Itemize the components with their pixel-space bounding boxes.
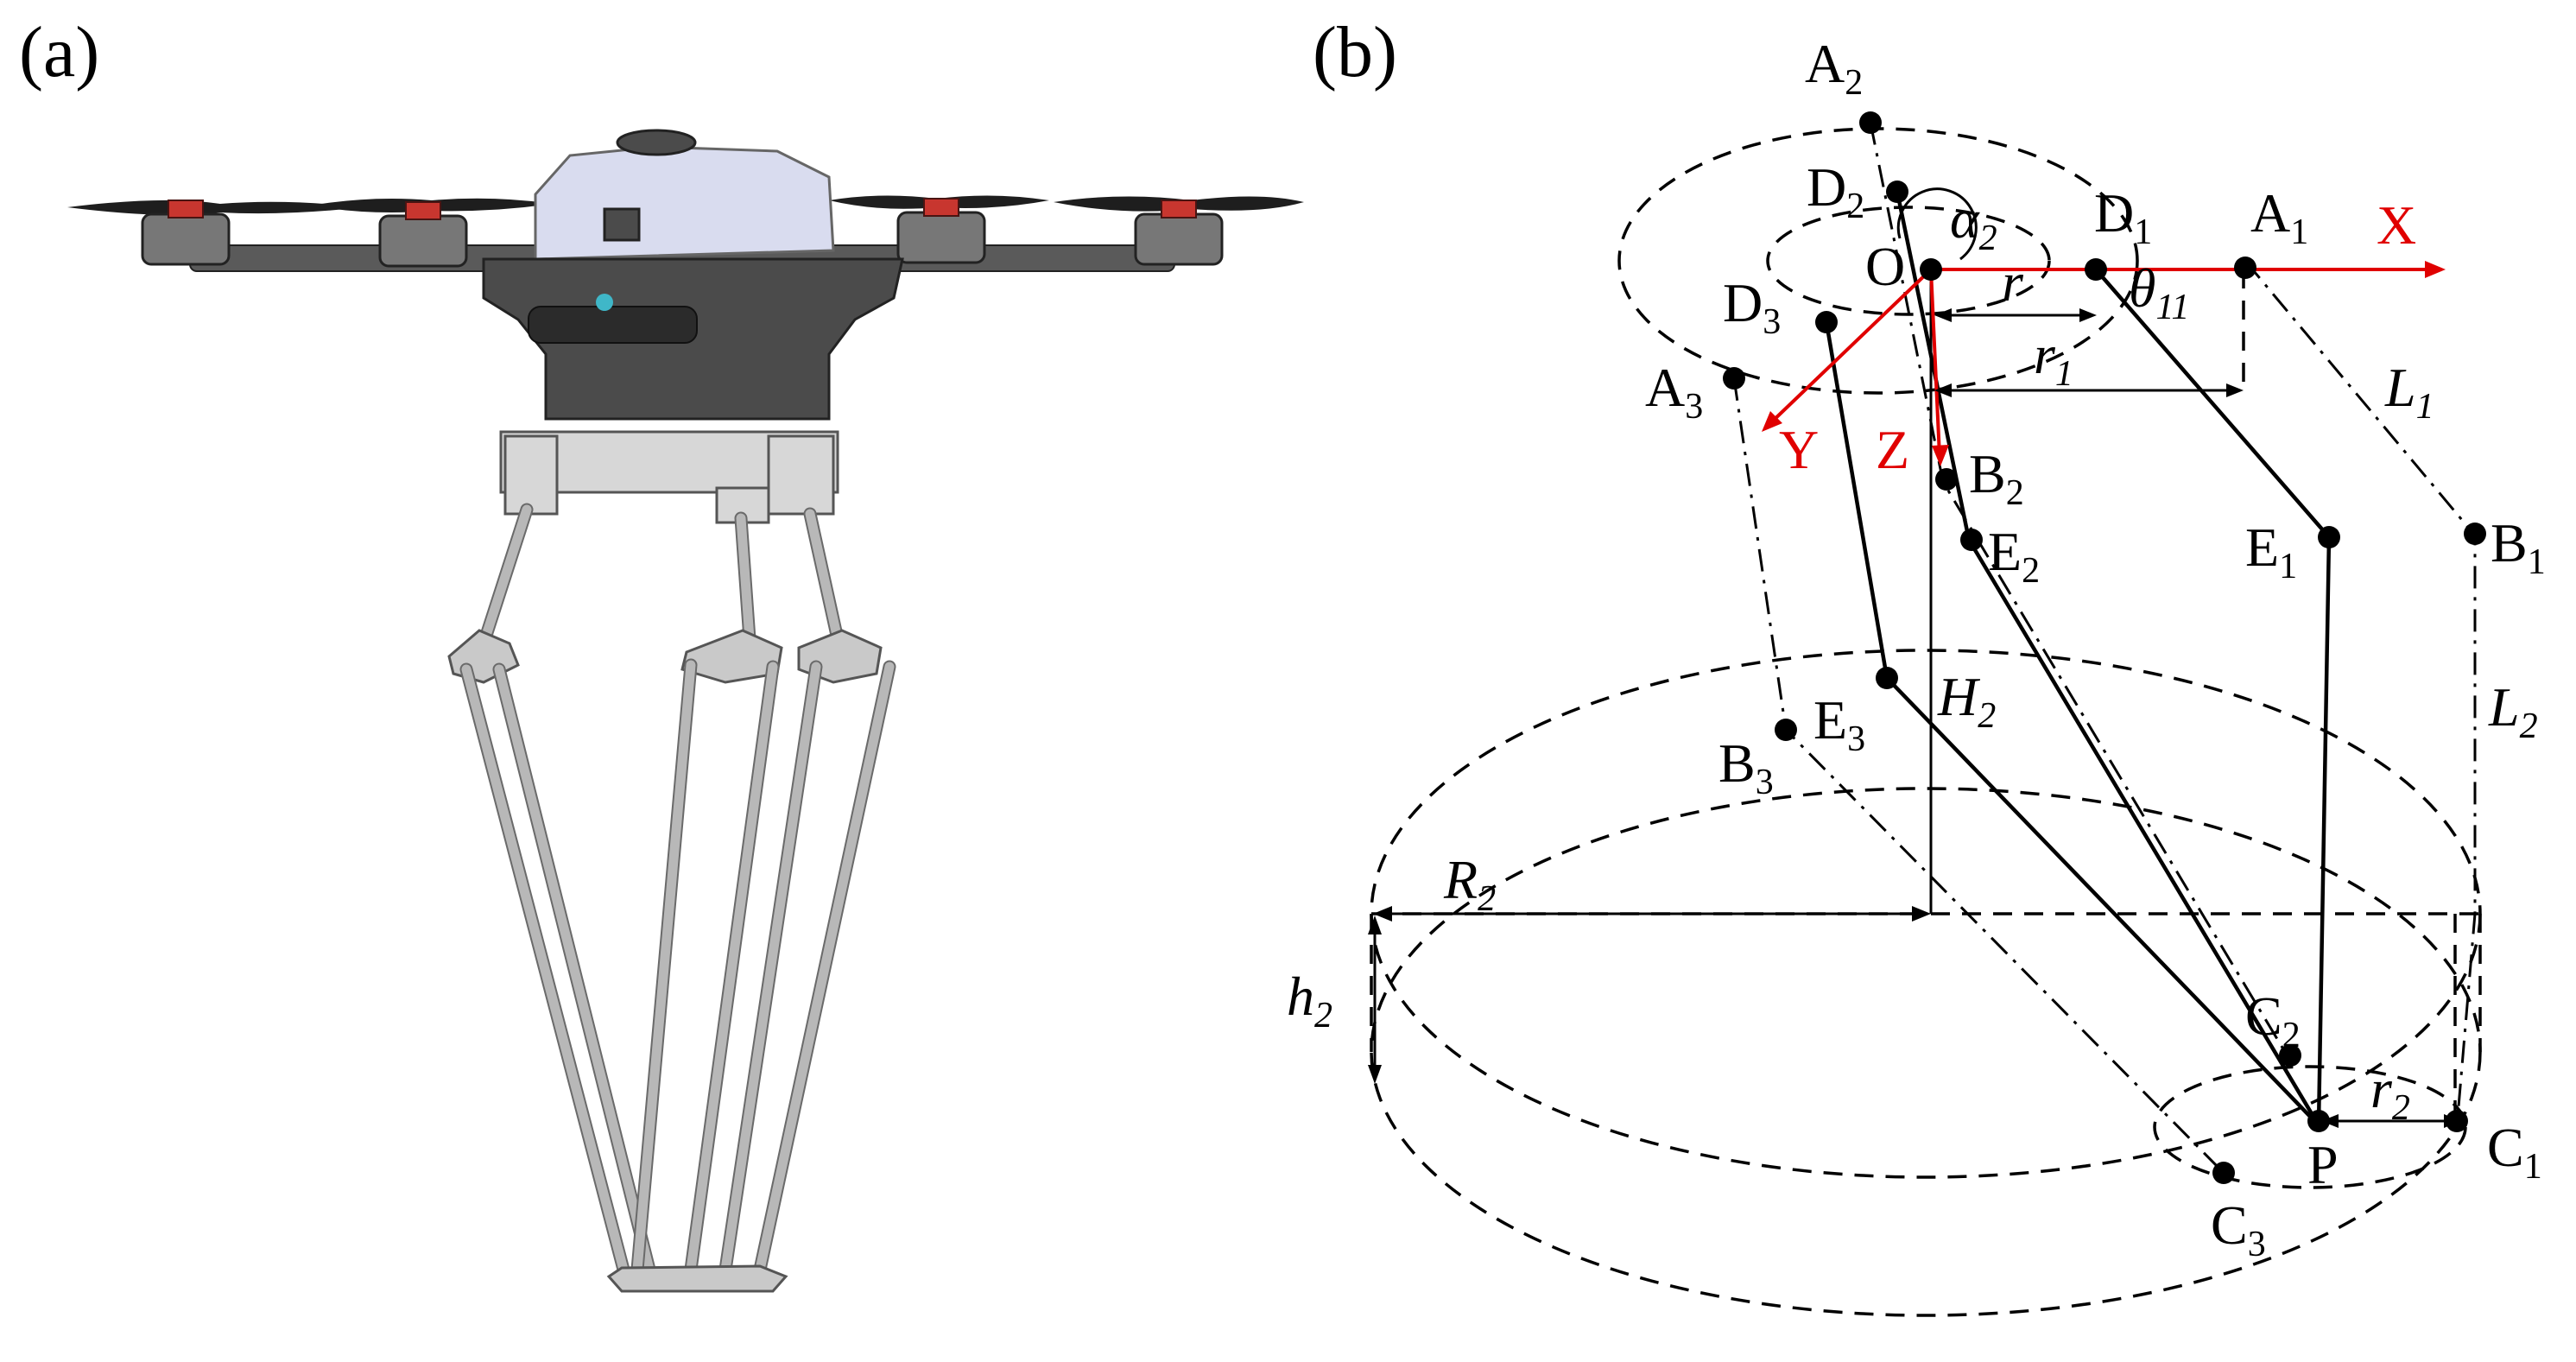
- drone-render: [67, 129, 1304, 1293]
- label-C2: C2: [2245, 985, 2301, 1055]
- base-circle-r: [1766, 206, 2051, 316]
- dim-L1: L1: [2384, 357, 2434, 427]
- dim-h2: h2: [1287, 966, 1332, 1036]
- panel-b: (b): [1287, 12, 2546, 1317]
- dim-L2: L2: [2488, 676, 2538, 746]
- label-E1: E1: [2245, 516, 2297, 586]
- point-D3: [1815, 311, 1838, 333]
- point-C3: [2212, 1162, 2235, 1184]
- label-B2: B2: [1969, 443, 2024, 513]
- dimension-labels: r r1 r2 R2 h2 H2 L1 L2 α2 θ11: [1287, 188, 2538, 1128]
- point-A3: [1723, 367, 1745, 390]
- upper-arms: [477, 503, 845, 650]
- coordinate-axes: X Y Z: [1762, 194, 2446, 480]
- point-E3: [1876, 667, 1898, 689]
- panel-b-label: (b): [1313, 12, 1397, 92]
- dim-theta11: θ11: [2129, 257, 2189, 327]
- point-D1: [2085, 258, 2107, 281]
- point-A1: [2234, 257, 2256, 279]
- point-D2: [1886, 181, 1908, 203]
- workspace-bottom: [1370, 787, 2482, 1317]
- forearms: [459, 658, 896, 1276]
- label-D2: D2: [1807, 156, 1864, 226]
- label-B3: B3: [1718, 732, 1774, 802]
- servo-left: [503, 434, 559, 516]
- joint-points: [1723, 111, 2486, 1184]
- point-B1: [2464, 523, 2486, 545]
- point-labels: A2 A1 A3 D2 D1 D3 O B2 B1 B3 E2 E1 E3 C2…: [1645, 33, 2546, 1264]
- point-P: [2307, 1110, 2330, 1132]
- point-A2: [1859, 111, 1882, 134]
- label-D1: D1: [2094, 182, 2152, 252]
- label-D3: D3: [1723, 272, 1781, 342]
- label-C1: C1: [2487, 1117, 2542, 1187]
- label-B1: B1: [2491, 512, 2546, 582]
- depth-camera: [528, 306, 698, 344]
- label-A3: A3: [1645, 357, 1703, 427]
- dim-r1: r1: [2034, 324, 2073, 394]
- dim-alpha2: α2: [1950, 188, 1997, 258]
- dim-R2: R2: [1443, 849, 1496, 919]
- gps-puck: [616, 129, 697, 156]
- servo-right: [767, 434, 835, 516]
- axis-x-label: X: [2377, 194, 2416, 256]
- motors: [141, 198, 1224, 268]
- label-O: O: [1865, 236, 1905, 297]
- point-C1: [2446, 1110, 2468, 1132]
- point-B3: [1775, 719, 1797, 741]
- point-O: [1920, 258, 1942, 281]
- point-B2: [1935, 468, 1958, 491]
- camera-lens: [596, 294, 613, 311]
- label-E2: E2: [1988, 521, 2040, 591]
- point-C2: [2279, 1044, 2301, 1067]
- axis-y-label: Y: [1779, 419, 1819, 480]
- panel-a-label: (a): [19, 12, 99, 92]
- point-E1: [2318, 526, 2340, 548]
- end-effector: [606, 1264, 788, 1293]
- dimension-arrows: [1368, 187, 2461, 1128]
- dim-H2: H2: [1937, 666, 1996, 736]
- point-E2: [1960, 529, 1983, 551]
- camera-window: [603, 207, 641, 242]
- dim-r: r: [2002, 251, 2024, 313]
- label-P: P: [2307, 1134, 2339, 1195]
- axis-z-label: Z: [1876, 419, 1909, 480]
- panel-a: (a): [19, 12, 1304, 1293]
- label-C3: C3: [2211, 1194, 2266, 1264]
- dashed-circles: [1370, 127, 2482, 1317]
- label-E3: E3: [1813, 689, 1865, 759]
- dim-r2: r2: [2370, 1058, 2410, 1128]
- top-shell: [534, 145, 835, 261]
- label-A2: A2: [1805, 33, 1863, 103]
- label-A1: A1: [2250, 182, 2308, 252]
